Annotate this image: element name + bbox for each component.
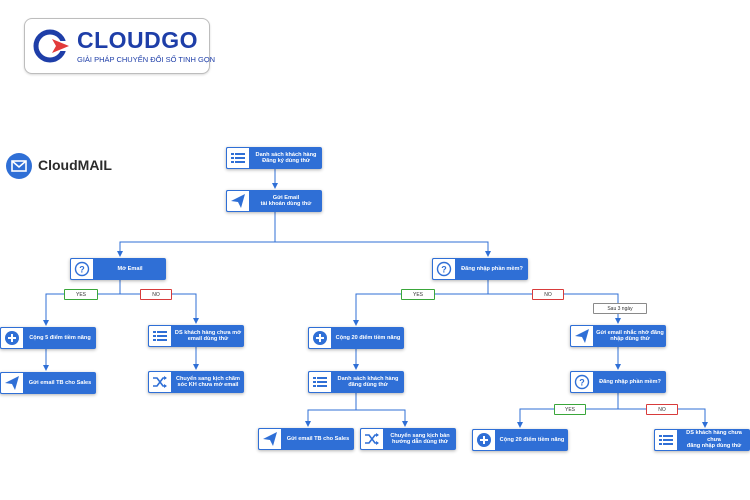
shuffle-icon — [148, 371, 172, 393]
node-label: Đăng nhập phần mềm? — [461, 265, 523, 272]
yes-label: YES — [554, 404, 586, 415]
svg-text:?: ? — [441, 265, 447, 275]
question-icon: ? — [570, 371, 594, 393]
yes-label: YES — [401, 289, 435, 300]
node-label: Gửi email TB cho Sales — [286, 435, 350, 442]
yes-label: YES — [64, 289, 98, 300]
plus-icon — [308, 327, 332, 349]
brand-tagline: GIẢI PHÁP CHUYỂN ĐỔI SỐ TINH GỌN — [77, 55, 216, 64]
list-icon — [308, 371, 332, 393]
node-label: Cộng 20 điểm tiềm năng — [335, 334, 401, 341]
delay-label: Sau 3 ngày — [593, 303, 647, 314]
node-open-email-decision[interactable]: ? Mở Email — [70, 258, 166, 280]
node-login-decision[interactable]: ? Đăng nhập phần mềm? — [432, 258, 528, 280]
node-notify-sales[interactable]: Gửi email TB cho Sales — [0, 372, 96, 394]
product-name: CloudMAIL — [38, 157, 112, 173]
mail-icon — [6, 153, 32, 179]
question-icon: ? — [432, 258, 456, 280]
node-add-5-points[interactable]: Cộng 5 điểm tiềm năng — [0, 327, 96, 349]
node-add-20-points-2[interactable]: Cộng 20 điểm tiềm năng — [472, 429, 568, 451]
svg-text:?: ? — [579, 378, 585, 388]
question-icon: ? — [70, 258, 94, 280]
node-label: Đăng nhập phần mềm? — [599, 378, 661, 385]
node-label: Gửi email TB cho Sales — [28, 379, 92, 386]
shuffle-icon — [360, 428, 384, 450]
list-icon — [654, 429, 678, 451]
list-icon — [148, 325, 172, 347]
plus-icon — [472, 429, 496, 451]
logo-card: CLOUDGO GIẢI PHÁP CHUYỂN ĐỔI SỐ TINH GỌN — [24, 18, 215, 74]
node-label: Cộng 5 điểm tiềm năng — [29, 334, 91, 341]
node-login-decision-2[interactable]: ? Đăng nhập phần mềm? — [570, 371, 666, 393]
no-label: NO — [532, 289, 564, 300]
svg-text:?: ? — [79, 265, 85, 275]
no-label: NO — [646, 404, 678, 415]
no-label: NO — [140, 289, 172, 300]
send-icon — [258, 428, 282, 450]
node-add-20-points[interactable]: Cộng 20 điểm tiềm năng — [308, 327, 404, 349]
node-notify-sales-2[interactable]: Gửi email TB cho Sales — [258, 428, 354, 450]
node-label: Mở Email — [117, 265, 143, 272]
cloudgo-logo-icon — [33, 29, 69, 63]
send-icon — [570, 325, 594, 347]
node-label: Cộng 20 điểm tiềm năng — [499, 436, 565, 443]
plus-icon — [0, 327, 24, 349]
send-icon — [226, 190, 250, 212]
list-icon — [226, 147, 250, 169]
send-icon — [0, 372, 24, 394]
brand-name: CLOUDGO — [77, 27, 199, 53]
